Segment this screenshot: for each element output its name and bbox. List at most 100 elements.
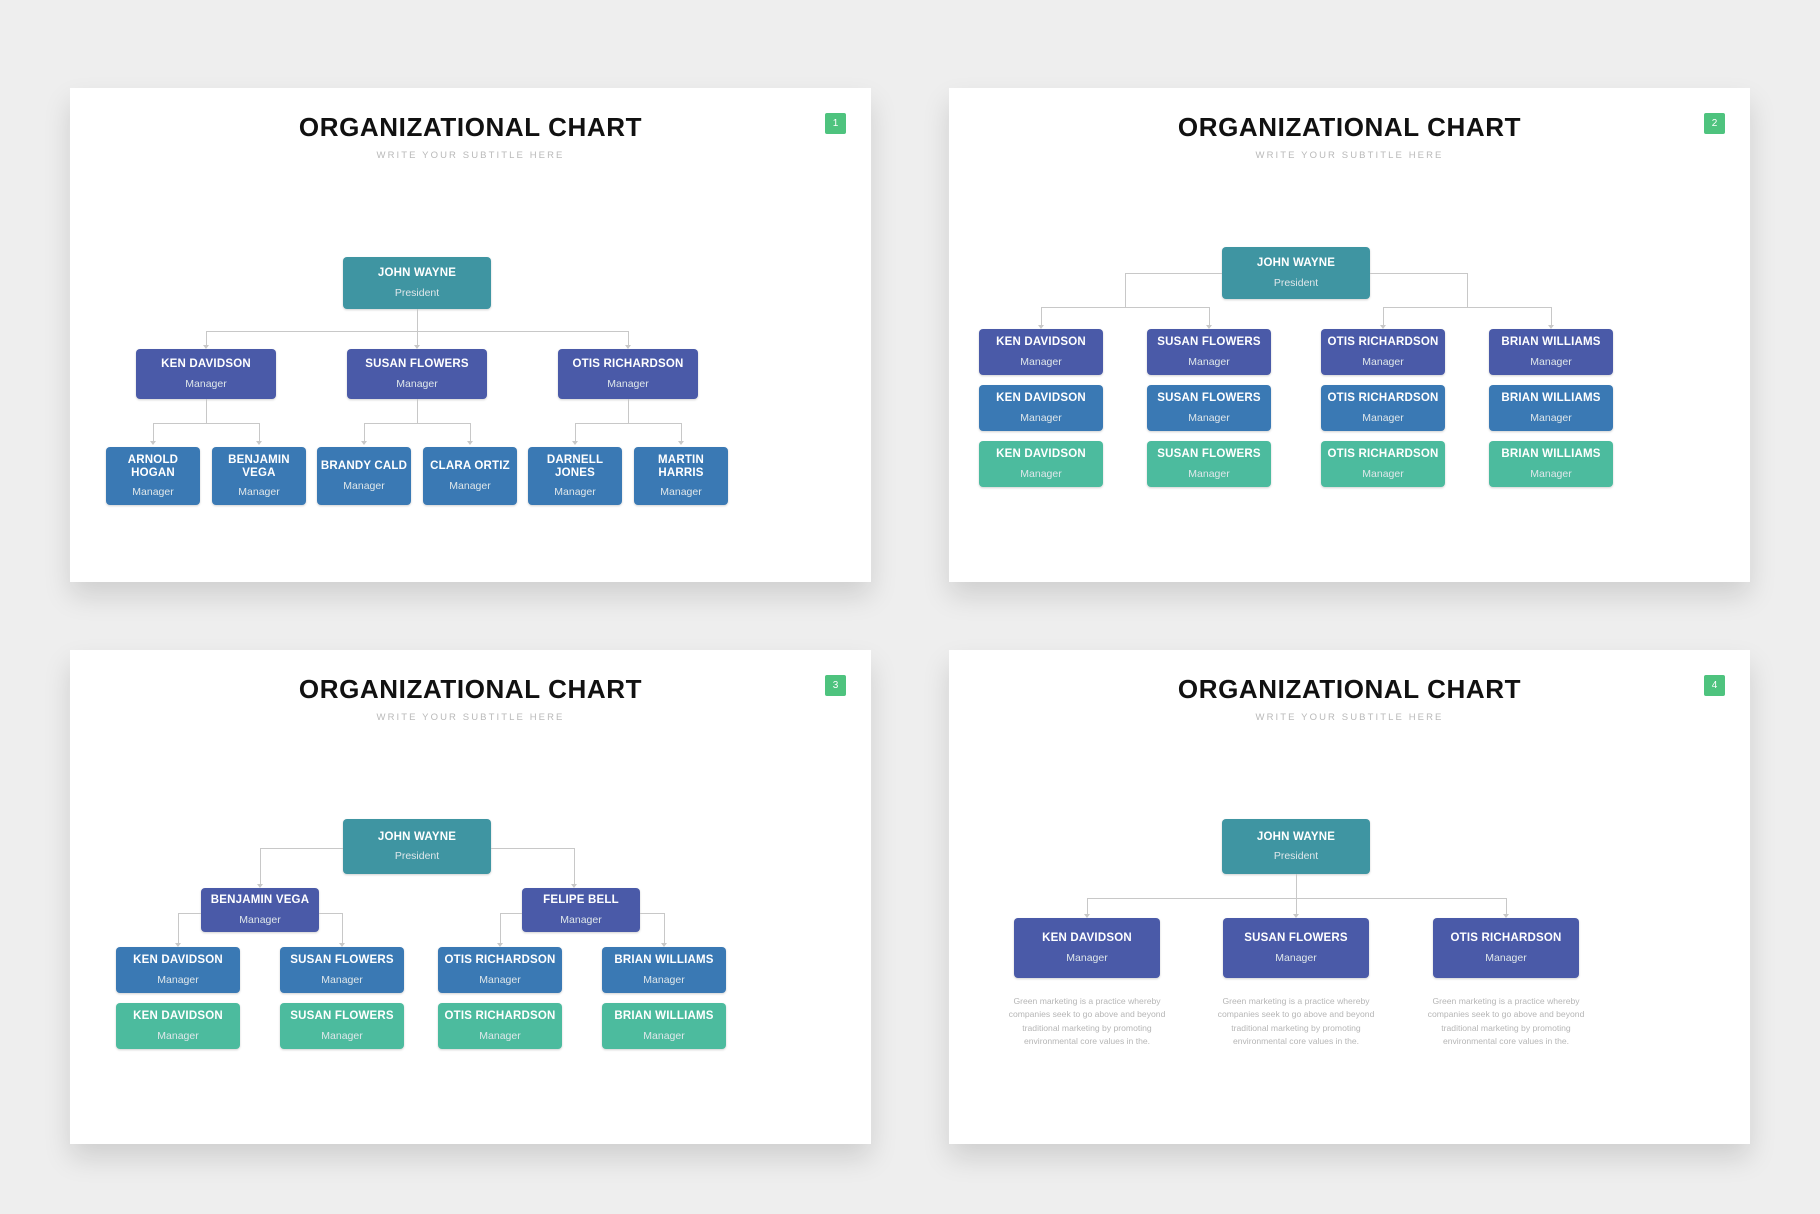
node-col1-row1[interactable]: KEN DAVIDSON Manager [979,329,1103,375]
node-col4-row1[interactable]: BRIAN WILLIAMS Manager [1489,329,1613,375]
node-role: Manager [560,913,602,926]
node-name: JOHN WAYNE [377,267,457,280]
node-role: Manager [1530,467,1572,480]
slide-4-chart: JOHN WAYNE President KEN DAVIDSON Manage… [949,723,1750,1144]
arrow-icon [1084,914,1090,918]
node-role: President [394,286,440,299]
connector [206,331,207,347]
node-level2[interactable]: KEN DAVIDSON Manager [136,349,276,399]
node-name: OTIS RICHARDSON [1327,336,1439,349]
node-level2[interactable]: FELIPE BELL Manager [522,888,640,932]
node-role: Manager [1362,411,1404,424]
arrow-icon [361,441,367,445]
node-root[interactable]: JOHN WAYNE President [343,819,491,874]
node-level3[interactable]: OTIS RICHARDSON Manager [438,947,562,993]
arrow-icon [203,345,209,349]
node-col2-row2[interactable]: SUSAN FLOWERS Manager [1147,385,1271,431]
connector [1467,273,1468,307]
node-level2[interactable]: SUSAN FLOWERS Manager [1223,918,1369,978]
node-col4-row2[interactable]: BRIAN WILLIAMS Manager [1489,385,1613,431]
connector [1383,307,1384,327]
arrow-icon [1548,325,1554,329]
slide-number-badge[interactable]: 3 [825,675,846,696]
node-level3[interactable]: BENJAMIN VEGA Manager [212,447,306,505]
node-col3-row2[interactable]: OTIS RICHARDSON Manager [1321,385,1445,431]
slide-1[interactable]: ORGANIZATIONAL CHART WRITE YOUR SUBTITLE… [70,88,871,582]
slide-number-badge[interactable]: 4 [1704,675,1725,696]
node-level3[interactable]: ARNOLD HOGAN Manager [106,447,200,505]
node-level2[interactable]: BENJAMIN VEGA Manager [201,888,319,932]
node-level4[interactable]: OTIS RICHARDSON Manager [438,1003,562,1049]
connector [640,913,664,914]
node-level2[interactable]: SUSAN FLOWERS Manager [347,349,487,399]
slide-2-header: ORGANIZATIONAL CHART WRITE YOUR SUBTITLE… [949,88,1750,161]
node-level3[interactable]: BRANDY CALD Manager [317,447,411,505]
node-name: BRIAN WILLIAMS [1501,336,1601,349]
node-level3[interactable]: BRIAN WILLIAMS Manager [602,947,726,993]
node-role: Manager [607,377,649,390]
connector [1551,307,1552,327]
node-col1-row2[interactable]: KEN DAVIDSON Manager [979,385,1103,431]
node-root[interactable]: JOHN WAYNE President [343,257,491,309]
node-level4[interactable]: BRIAN WILLIAMS Manager [602,1003,726,1049]
node-col3-row1[interactable]: OTIS RICHARDSON Manager [1321,329,1445,375]
connector [1041,307,1209,308]
connector [1296,874,1297,898]
node-role: Manager [321,1029,363,1042]
node-name: OTIS RICHARDSON [1327,392,1439,405]
node-name: SUSAN FLOWERS [1244,932,1348,945]
node-level3[interactable]: MARTIN HARRIS Manager [634,447,728,505]
node-root[interactable]: JOHN WAYNE President [1222,819,1370,874]
node-name: BRIAN WILLIAMS [1501,392,1601,405]
slide-number-badge[interactable]: 2 [1704,113,1725,134]
node-role: President [1273,850,1319,863]
node-role: President [394,850,440,863]
page-subtitle: WRITE YOUR SUBTITLE HERE [376,712,565,723]
node-role: Manager [1275,951,1317,964]
slide-number-badge[interactable]: 1 [825,113,846,134]
connector [1125,273,1222,274]
node-name: JOHN WAYNE [1256,830,1336,843]
slide-3[interactable]: ORGANIZATIONAL CHART WRITE YOUR SUBTITLE… [70,650,871,1144]
node-role: Manager [1188,411,1230,424]
node-level2[interactable]: KEN DAVIDSON Manager [1014,918,1160,978]
node-name: DARNELL JONES [546,453,604,479]
connector [260,848,343,849]
node-name: OTIS RICHARDSON [572,358,684,371]
slide-4-header: ORGANIZATIONAL CHART WRITE YOUR SUBTITLE… [949,650,1750,723]
slide-3-chart: JOHN WAYNE President BENJAMIN VEGA Manag… [70,723,871,1144]
node-name: OTIS RICHARDSON [444,954,556,967]
node-level3[interactable]: SUSAN FLOWERS Manager [280,947,404,993]
node-col4-row3[interactable]: BRIAN WILLIAMS Manager [1489,441,1613,487]
node-col2-row1[interactable]: SUSAN FLOWERS Manager [1147,329,1271,375]
node-role: Manager [449,479,491,492]
connector [628,399,629,423]
node-level3[interactable]: CLARA ORTIZ Manager [423,447,517,505]
node-col3-row3[interactable]: OTIS RICHARDSON Manager [1321,441,1445,487]
node-root[interactable]: JOHN WAYNE President [1222,247,1370,299]
node-role: President [1273,276,1319,289]
node-level3[interactable]: DARNELL JONES Manager [528,447,622,505]
node-role: Manager [1020,467,1062,480]
node-role: Manager [554,486,596,499]
arrow-icon [467,441,473,445]
slide-4[interactable]: ORGANIZATIONAL CHART WRITE YOUR SUBTITLE… [949,650,1750,1144]
slide-3-header: ORGANIZATIONAL CHART WRITE YOUR SUBTITLE… [70,650,871,723]
connector [1087,898,1088,916]
node-level2[interactable]: OTIS RICHARDSON Manager [558,349,698,399]
node-col2-row3[interactable]: SUSAN FLOWERS Manager [1147,441,1271,487]
node-name: KEN DAVIDSON [996,336,1086,349]
node-name: SUSAN FLOWERS [365,358,469,371]
node-level4[interactable]: SUSAN FLOWERS Manager [280,1003,404,1049]
connector [260,848,261,886]
slide-2[interactable]: ORGANIZATIONAL CHART WRITE YOUR SUBTITLE… [949,88,1750,582]
node-level2[interactable]: OTIS RICHARDSON Manager [1433,918,1579,978]
node-col1-row3[interactable]: KEN DAVIDSON Manager [979,441,1103,487]
arrow-icon [1293,914,1299,918]
node-level4[interactable]: KEN DAVIDSON Manager [116,1003,240,1049]
page-title: ORGANIZATIONAL CHART [1177,112,1522,142]
node-role: Manager [660,486,702,499]
connector [1370,273,1467,274]
connector [342,913,343,945]
node-level3[interactable]: KEN DAVIDSON Manager [116,947,240,993]
